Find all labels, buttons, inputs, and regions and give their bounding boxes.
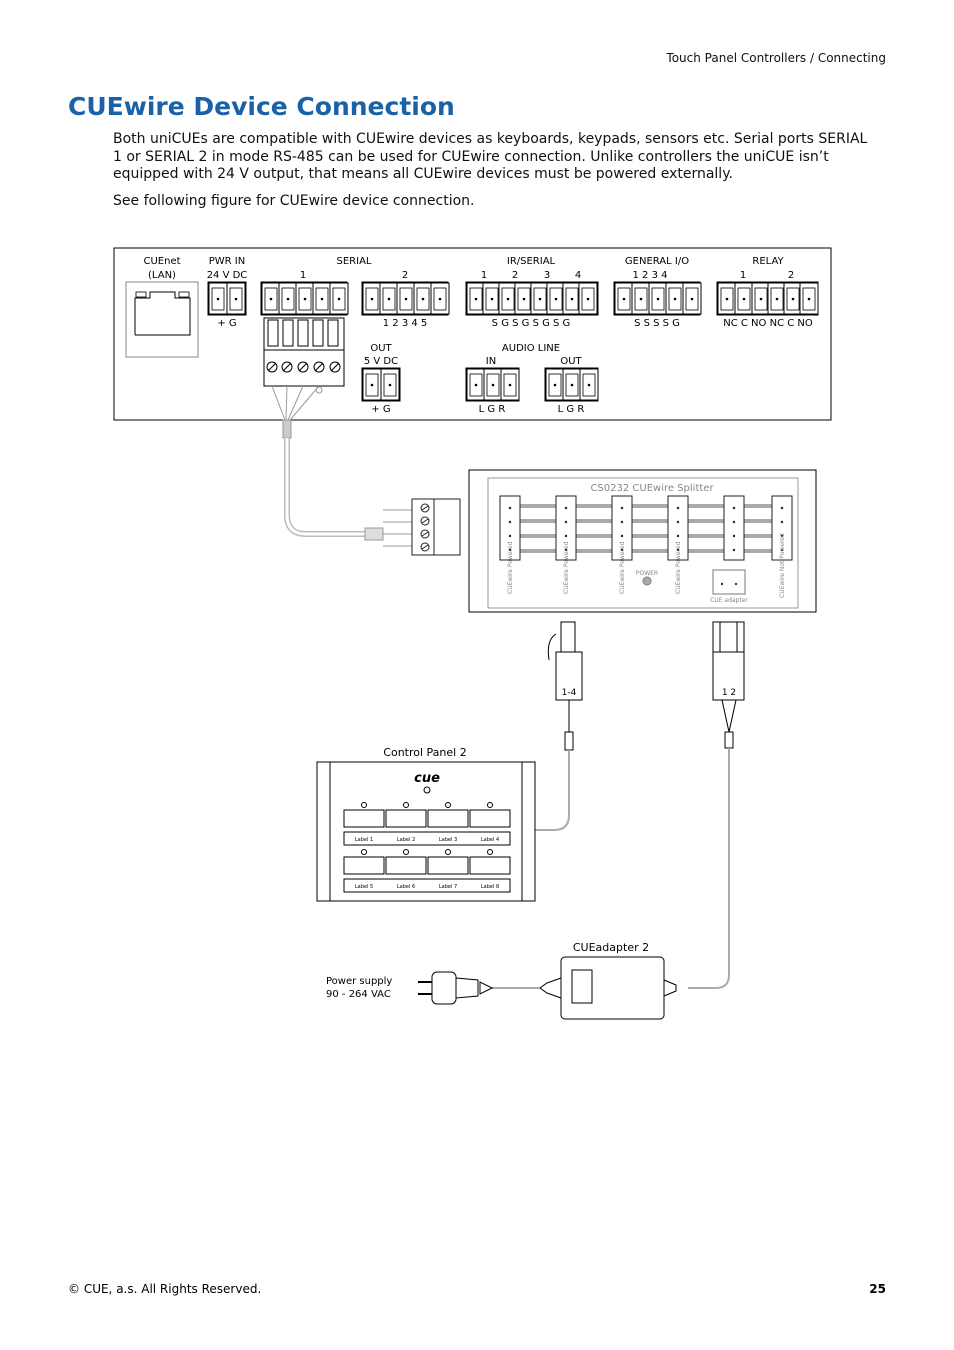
audio-out-label: OUT — [560, 356, 582, 367]
port-4-label: CUEwire Powered — [675, 541, 682, 594]
gio-numbers: 1 2 3 4 — [633, 270, 668, 281]
connector-1-4: 1-4 — [535, 621, 583, 831]
general-io-connector: GENERAL I/O 1 2 3 4 S S S S G — [613, 256, 702, 329]
serial-cable — [271, 385, 412, 547]
running-header: Touch Panel Controllers / Connecting — [666, 51, 886, 65]
page-number: 25 — [869, 1282, 886, 1296]
relay-pins: NC C NO NC C NO — [723, 318, 813, 329]
pwr-in-connector: PWR IN 24 V DC + G — [207, 256, 248, 329]
audio-line-connectors: AUDIO LINE IN OUT L G R L G R — [465, 343, 599, 415]
key-label-1: Label 1 — [355, 837, 373, 843]
key-label-5: Label 5 — [355, 884, 373, 890]
control-panel-2: Control Panel 2 cue Label 1 Label 2 Labe… — [316, 746, 536, 902]
cueadapter-label: CUEadapter 2 — [573, 941, 649, 954]
adapter-label: CUE adapter — [710, 597, 748, 604]
ir-1-label: 1 — [481, 270, 487, 281]
pwr-in-voltage: 24 V DC — [207, 270, 248, 281]
figure-reference-paragraph: See following figure for CUEwire device … — [113, 193, 475, 209]
out-label: OUT — [370, 343, 392, 354]
copyright: © CUE, a.s. All Rights Reserved. — [68, 1282, 262, 1296]
connector-1-2: 1 2 — [688, 621, 745, 989]
out-5v-connector: OUT 5 V DC + G — [361, 343, 401, 415]
out-voltage: 5 V DC — [364, 356, 398, 367]
serial-2-label: 2 — [402, 270, 408, 281]
ir-pins: S G S G S G S G — [492, 318, 571, 329]
cueadapter-2: CUEadapter 2 — [539, 941, 677, 1020]
power-supply-label: Power supply — [326, 976, 392, 987]
cuenet-lan-port: CUEnet (LAN) — [125, 256, 199, 358]
out-pins: + G — [371, 404, 390, 415]
port-1-label: CUEwire Powered — [507, 541, 514, 594]
serial-terminal-plug — [263, 317, 345, 394]
connector-a-label: 1-4 — [562, 688, 577, 698]
lan-label: (LAN) — [148, 270, 176, 281]
serial-connectors: SERIAL 1 2 1 2 3 4 5 — [260, 256, 450, 394]
relay-2-label: 2 — [788, 270, 794, 281]
unicue-panel: CUEnet (LAN) PWR IN 24 V DC + G SERIAL 1… — [113, 247, 832, 421]
control-panel-title: Control Panel 2 — [383, 746, 466, 759]
audio-in-pins: L G R — [479, 404, 506, 415]
splitter-title: CS0232 CUEwire Splitter — [590, 483, 714, 494]
ir-3-label: 3 — [544, 270, 550, 281]
serial-label: SERIAL — [337, 256, 372, 267]
page-title: CUEwire Device Connection — [68, 92, 455, 121]
port-3-label: CUEwire Powered — [619, 541, 626, 594]
audio-in-label: IN — [486, 356, 496, 367]
ir-2-label: 2 — [512, 270, 518, 281]
relay-connector: RELAY 1 2 NC C NO NC C NO — [716, 256, 819, 329]
port-2-label: CUEwire Powered — [563, 541, 570, 594]
audio-out-pins: L G R — [558, 404, 585, 415]
serial-1-label: 1 — [300, 270, 306, 281]
key-label-8: Label 8 — [481, 884, 499, 890]
power-supply-voltage: 90 - 264 VAC — [326, 989, 391, 1000]
general-io-label: GENERAL I/O — [625, 256, 689, 267]
serial-pins: 1 2 3 4 5 — [383, 318, 428, 329]
key-label-3: Label 3 — [439, 837, 457, 843]
relay-1-label: 1 — [740, 270, 746, 281]
key-label-2: Label 2 — [397, 837, 415, 843]
cuenet-label: CUEnet — [143, 256, 180, 267]
pwr-in-label: PWR IN — [209, 256, 245, 267]
power-label: POWER — [636, 570, 658, 577]
relay-label: RELAY — [752, 256, 784, 267]
key-label-4: Label 4 — [481, 837, 499, 843]
cuewire-splitter: CS0232 CUEwire Splitter CUEwire Powered … — [468, 469, 817, 613]
ir-4-label: 4 — [575, 270, 581, 281]
key-label-6: Label 6 — [397, 884, 415, 890]
ir-serial-label: IR/SERIAL — [507, 256, 556, 267]
key-label-7: Label 7 — [439, 884, 457, 890]
pwr-in-pins: + G — [217, 318, 236, 329]
port-5-label: CUEwire Not Powered — [779, 533, 786, 598]
audio-line-label: AUDIO LINE — [502, 343, 560, 354]
ir-serial-connector: IR/SERIAL 1 2 3 4 S G S G S G S G — [465, 256, 599, 329]
cue-logo: cue — [414, 771, 440, 786]
terminal-plug — [411, 498, 461, 556]
gio-pins: S S S S G — [634, 318, 680, 329]
connector-b-label: 1 2 — [722, 688, 736, 698]
power-supply-plug: Power supply 90 - 264 VAC — [326, 971, 540, 1005]
intro-paragraph: Both uniCUEs are compatible with CUEwire… — [113, 131, 868, 182]
